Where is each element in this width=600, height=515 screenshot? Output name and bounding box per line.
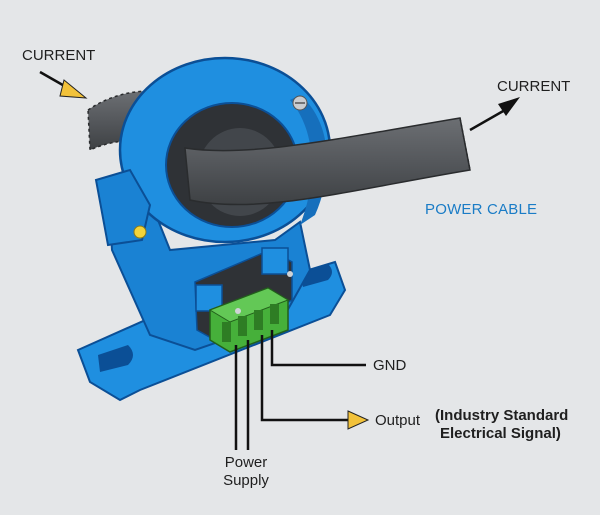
label-power-1: Power (224, 454, 268, 471)
current-in-arrow (39, 70, 88, 99)
power-cable-front (184, 117, 471, 206)
label-power-2: Supply (223, 472, 269, 489)
terminal-block (208, 287, 290, 353)
mounting-slot-left (98, 345, 133, 372)
clamp-tab (94, 168, 152, 247)
label-power-cable: POWER CABLE (425, 201, 538, 218)
label-current-in: CURRENT (22, 47, 96, 64)
wire-gnd (270, 330, 366, 367)
wires (234, 330, 366, 450)
chip-right (261, 247, 289, 275)
label-output-note-1: (Industry Standard (435, 407, 569, 424)
label-output: Output (375, 412, 421, 429)
label-current-out: CURRENT (497, 78, 571, 95)
output-arrow (347, 410, 370, 430)
screw-yellow (133, 225, 147, 239)
label-output-note-2: Electrical Signal) (440, 425, 561, 442)
label-gnd: GND (373, 357, 407, 374)
wire-output (260, 335, 348, 422)
current-out-arrow (469, 97, 520, 132)
